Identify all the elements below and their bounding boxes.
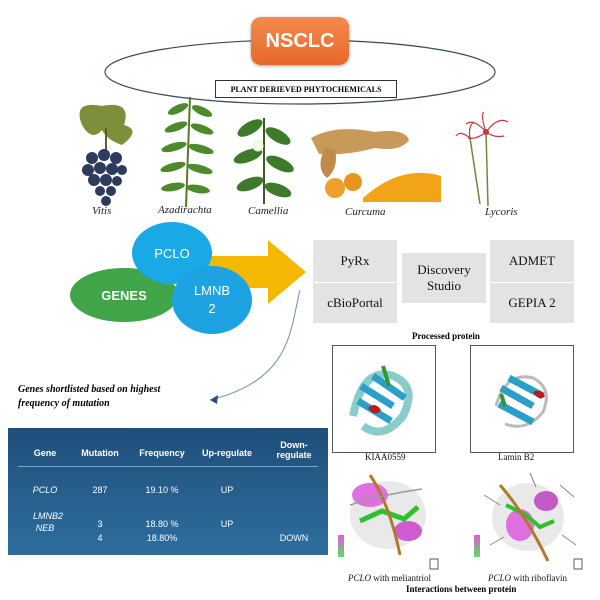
row-mutation: 4 [97,533,103,543]
meliantriol-interaction [330,465,440,573]
curve-arrowhead [210,395,218,404]
tool-pyrx: PyRx [313,240,397,282]
riboflavin-gene: PCLO [488,573,512,583]
riboflavin-text: with riboflavin [511,573,568,583]
camellia-image [233,118,294,204]
plant-name-curcuma: Curcuma [345,206,386,218]
ds-line1: Discovery [417,262,471,277]
laminb2-caption: Lamin B2 [498,452,535,462]
plant-name-lycoris: Lycoris [485,206,518,218]
lmnb2-line2: 2 [208,301,216,316]
th-gene: Gene [33,448,57,458]
row-frequency: 18.80% [146,533,178,543]
row-frequency: 18.80 % [145,519,179,529]
plant-name-azadirachta: Azadirachta [158,204,212,216]
gene-table: Gene Mutation Frequency Up-regulate Down… [8,428,328,555]
meliantriol-text: with meliantriol [371,573,432,583]
table-divider [18,466,318,467]
curcuma-image [311,129,441,202]
th-mutation: Mutation [81,448,119,458]
plant-name-camellia: Camellia [248,205,289,217]
row-up: UP [220,485,234,495]
row-frequency: 19.10 % [145,485,179,495]
tool-cbioportal: cBioPortal [313,283,397,323]
row-gene: LMNB2 [32,511,63,521]
lmnb2-circle: LMNB 2 [172,266,252,334]
lycoris-image [455,111,509,207]
kiaa0559-structure [332,345,436,453]
row-mutation: 287 [92,485,108,495]
shortlist-line2: frequency of mutation [18,397,110,409]
th-down-regulate: Down- regulate [264,440,324,460]
nsclc-title: NSCLC [251,17,349,65]
ds-line2: Studio [427,278,461,293]
interactions-title: Interactions between protein [406,584,517,594]
tool-admet: ADMET [490,240,574,282]
meliantriol-caption: PCLO with meliantriol [348,573,431,583]
th-frequency: Frequency [139,448,185,458]
laminb2-structure [470,345,574,453]
th-down-line1: Down- [280,440,308,450]
row-down: DOWN [279,533,309,543]
shortlist-line1: Genes shortlisted based on highest [18,384,161,395]
row-up: UP [220,519,234,529]
row-gene: NEB [35,523,55,533]
meliantriol-gene: PCLO [348,573,372,583]
riboflavin-interaction [470,465,585,573]
azadirachta-image [160,96,214,208]
kiaa0559-caption: KIAA0559 [365,452,406,462]
shortlist-heading: Genes shortlisted based on highest frequ… [18,383,203,410]
phytochemicals-label: PLANT DERIEVED PHYTOCHEMICALS [215,80,397,98]
plant-name-vitis: Vitis [92,205,112,217]
th-down-line2: regulate [276,450,312,460]
th-up-regulate: Up-regulate [201,448,252,458]
curve-connector [209,289,301,401]
vitis-image [79,104,133,206]
processed-protein-title: Processed protein [412,331,480,341]
row-mutation: 3 [97,519,103,529]
row-gene: PCLO [32,485,58,495]
tool-gepia2: GEPIA 2 [490,283,574,323]
lmnb2-line1: LMNB [193,283,231,299]
riboflavin-caption: PCLO with riboflavin [488,573,567,583]
